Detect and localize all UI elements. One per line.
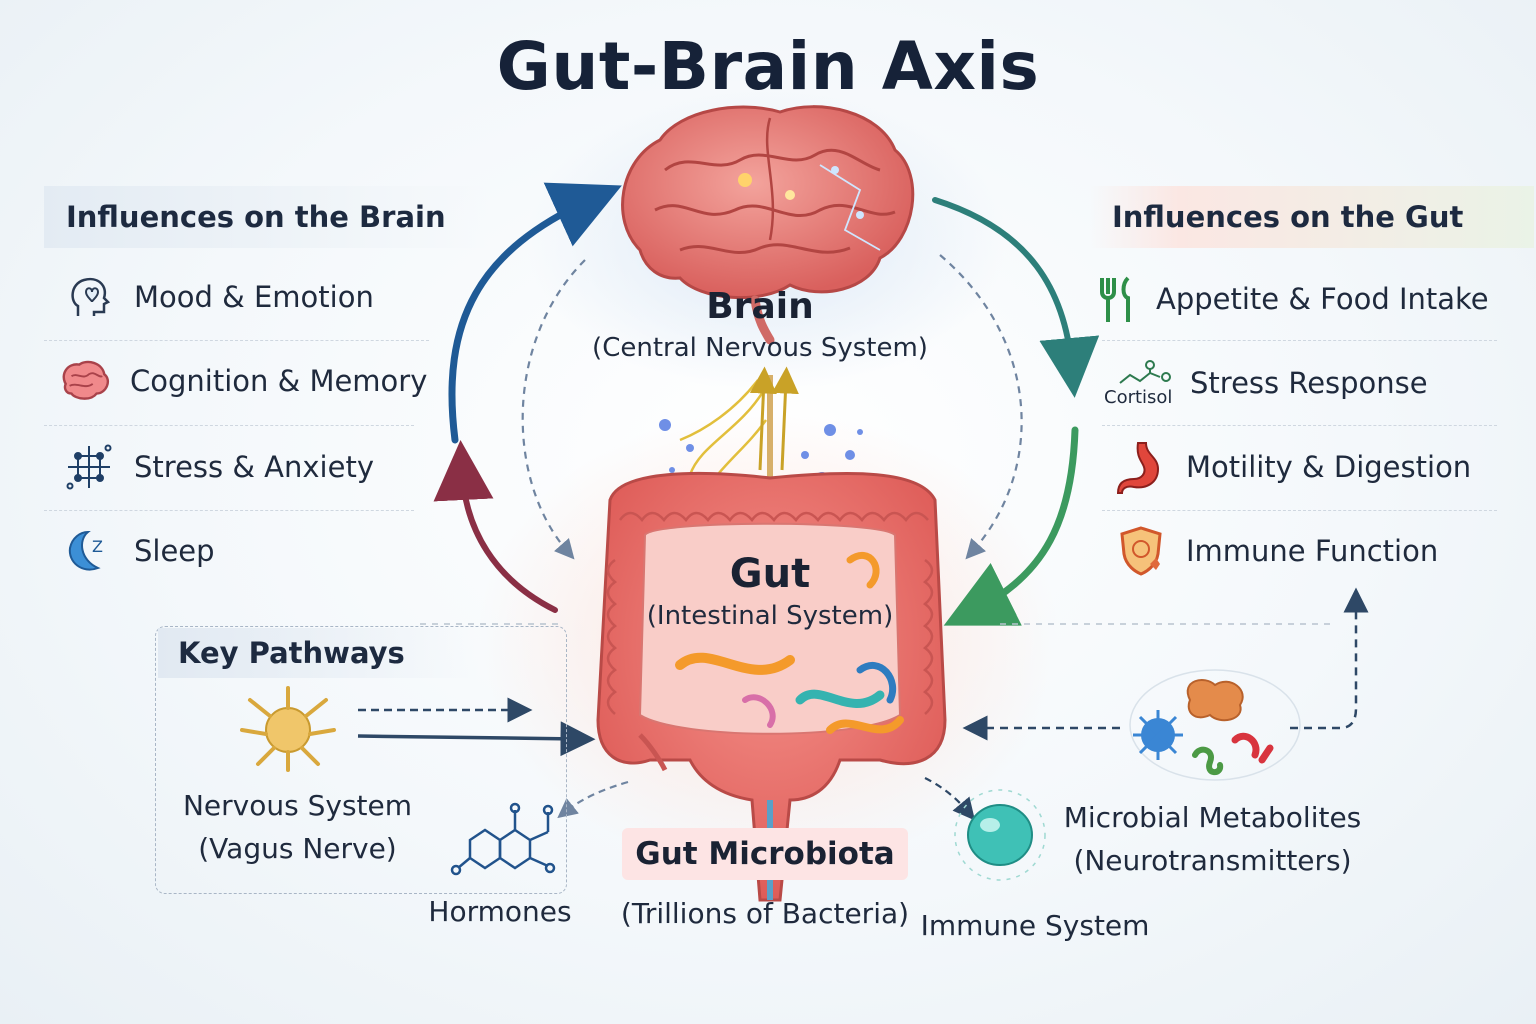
stomach-icon: [1114, 440, 1168, 494]
brain-title: Brain: [570, 286, 950, 327]
gut-subtitle: (Intestinal System): [600, 601, 940, 631]
list-item-immune-function: Immune Function: [1114, 524, 1438, 578]
list-item-label: Cognition & Memory: [130, 364, 427, 398]
brain-icon: [58, 354, 112, 408]
moon-sleep-icon: Z: [62, 524, 116, 578]
nervous-system-label: Nervous System (Vagus Nerve): [160, 784, 435, 871]
list-item-stress-response: Cortisol Stress Response: [1104, 355, 1428, 411]
cortisol-molecule-icon: Cortisol: [1104, 355, 1180, 411]
list-item-sleep: Z Sleep: [62, 524, 215, 578]
list-item-appetite: Appetite & Food Intake: [1098, 272, 1489, 326]
list-item-mood: Mood & Emotion: [62, 270, 374, 324]
neural-network-icon: [62, 440, 116, 494]
list-item-label: Mood & Emotion: [134, 280, 374, 314]
list-item-label: Motility & Digestion: [1186, 450, 1471, 484]
arrow-metabolites-up: [1290, 600, 1356, 728]
svg-text:Z: Z: [92, 537, 103, 556]
microbial-metabolites-label: Microbial Metabolites (Neurotransmitters…: [1050, 796, 1375, 883]
brain-label: Brain (Central Nervous System): [570, 286, 950, 363]
gut-influences-heading: Influences on the Gut: [1090, 186, 1534, 248]
gut-label: Gut (Intestinal System): [600, 551, 940, 631]
fork-knife-icon: [1098, 272, 1138, 326]
list-item-stress-anxiety: Stress & Anxiety: [62, 440, 374, 494]
hormones-label: Hormones: [410, 890, 590, 933]
list-item-cognition: Cognition & Memory: [58, 354, 427, 408]
shield-icon: [1114, 524, 1168, 578]
gut-microbiota-subtitle: (Trillions of Bacteria): [600, 892, 930, 935]
immune-system-label: Immune System: [905, 904, 1165, 947]
list-item-label: Appetite & Food Intake: [1156, 282, 1489, 316]
gut-title: Gut: [600, 551, 940, 597]
head-heart-icon: [62, 270, 116, 324]
brain-influences-heading: Influences on the Brain: [44, 186, 488, 248]
list-item-motility: Motility & Digestion: [1114, 440, 1471, 494]
list-item-label: Stress Response: [1190, 366, 1428, 400]
microbes-cluster-icon: [1130, 670, 1300, 780]
list-item-label: Stress & Anxiety: [134, 450, 374, 484]
key-pathways-heading: Key Pathways: [158, 628, 478, 678]
brain-subtitle: (Central Nervous System): [570, 333, 950, 363]
gut-microbiota-title: Gut Microbiota: [622, 828, 908, 880]
list-item-label: Immune Function: [1186, 534, 1438, 568]
list-item-label: Sleep: [134, 534, 215, 568]
